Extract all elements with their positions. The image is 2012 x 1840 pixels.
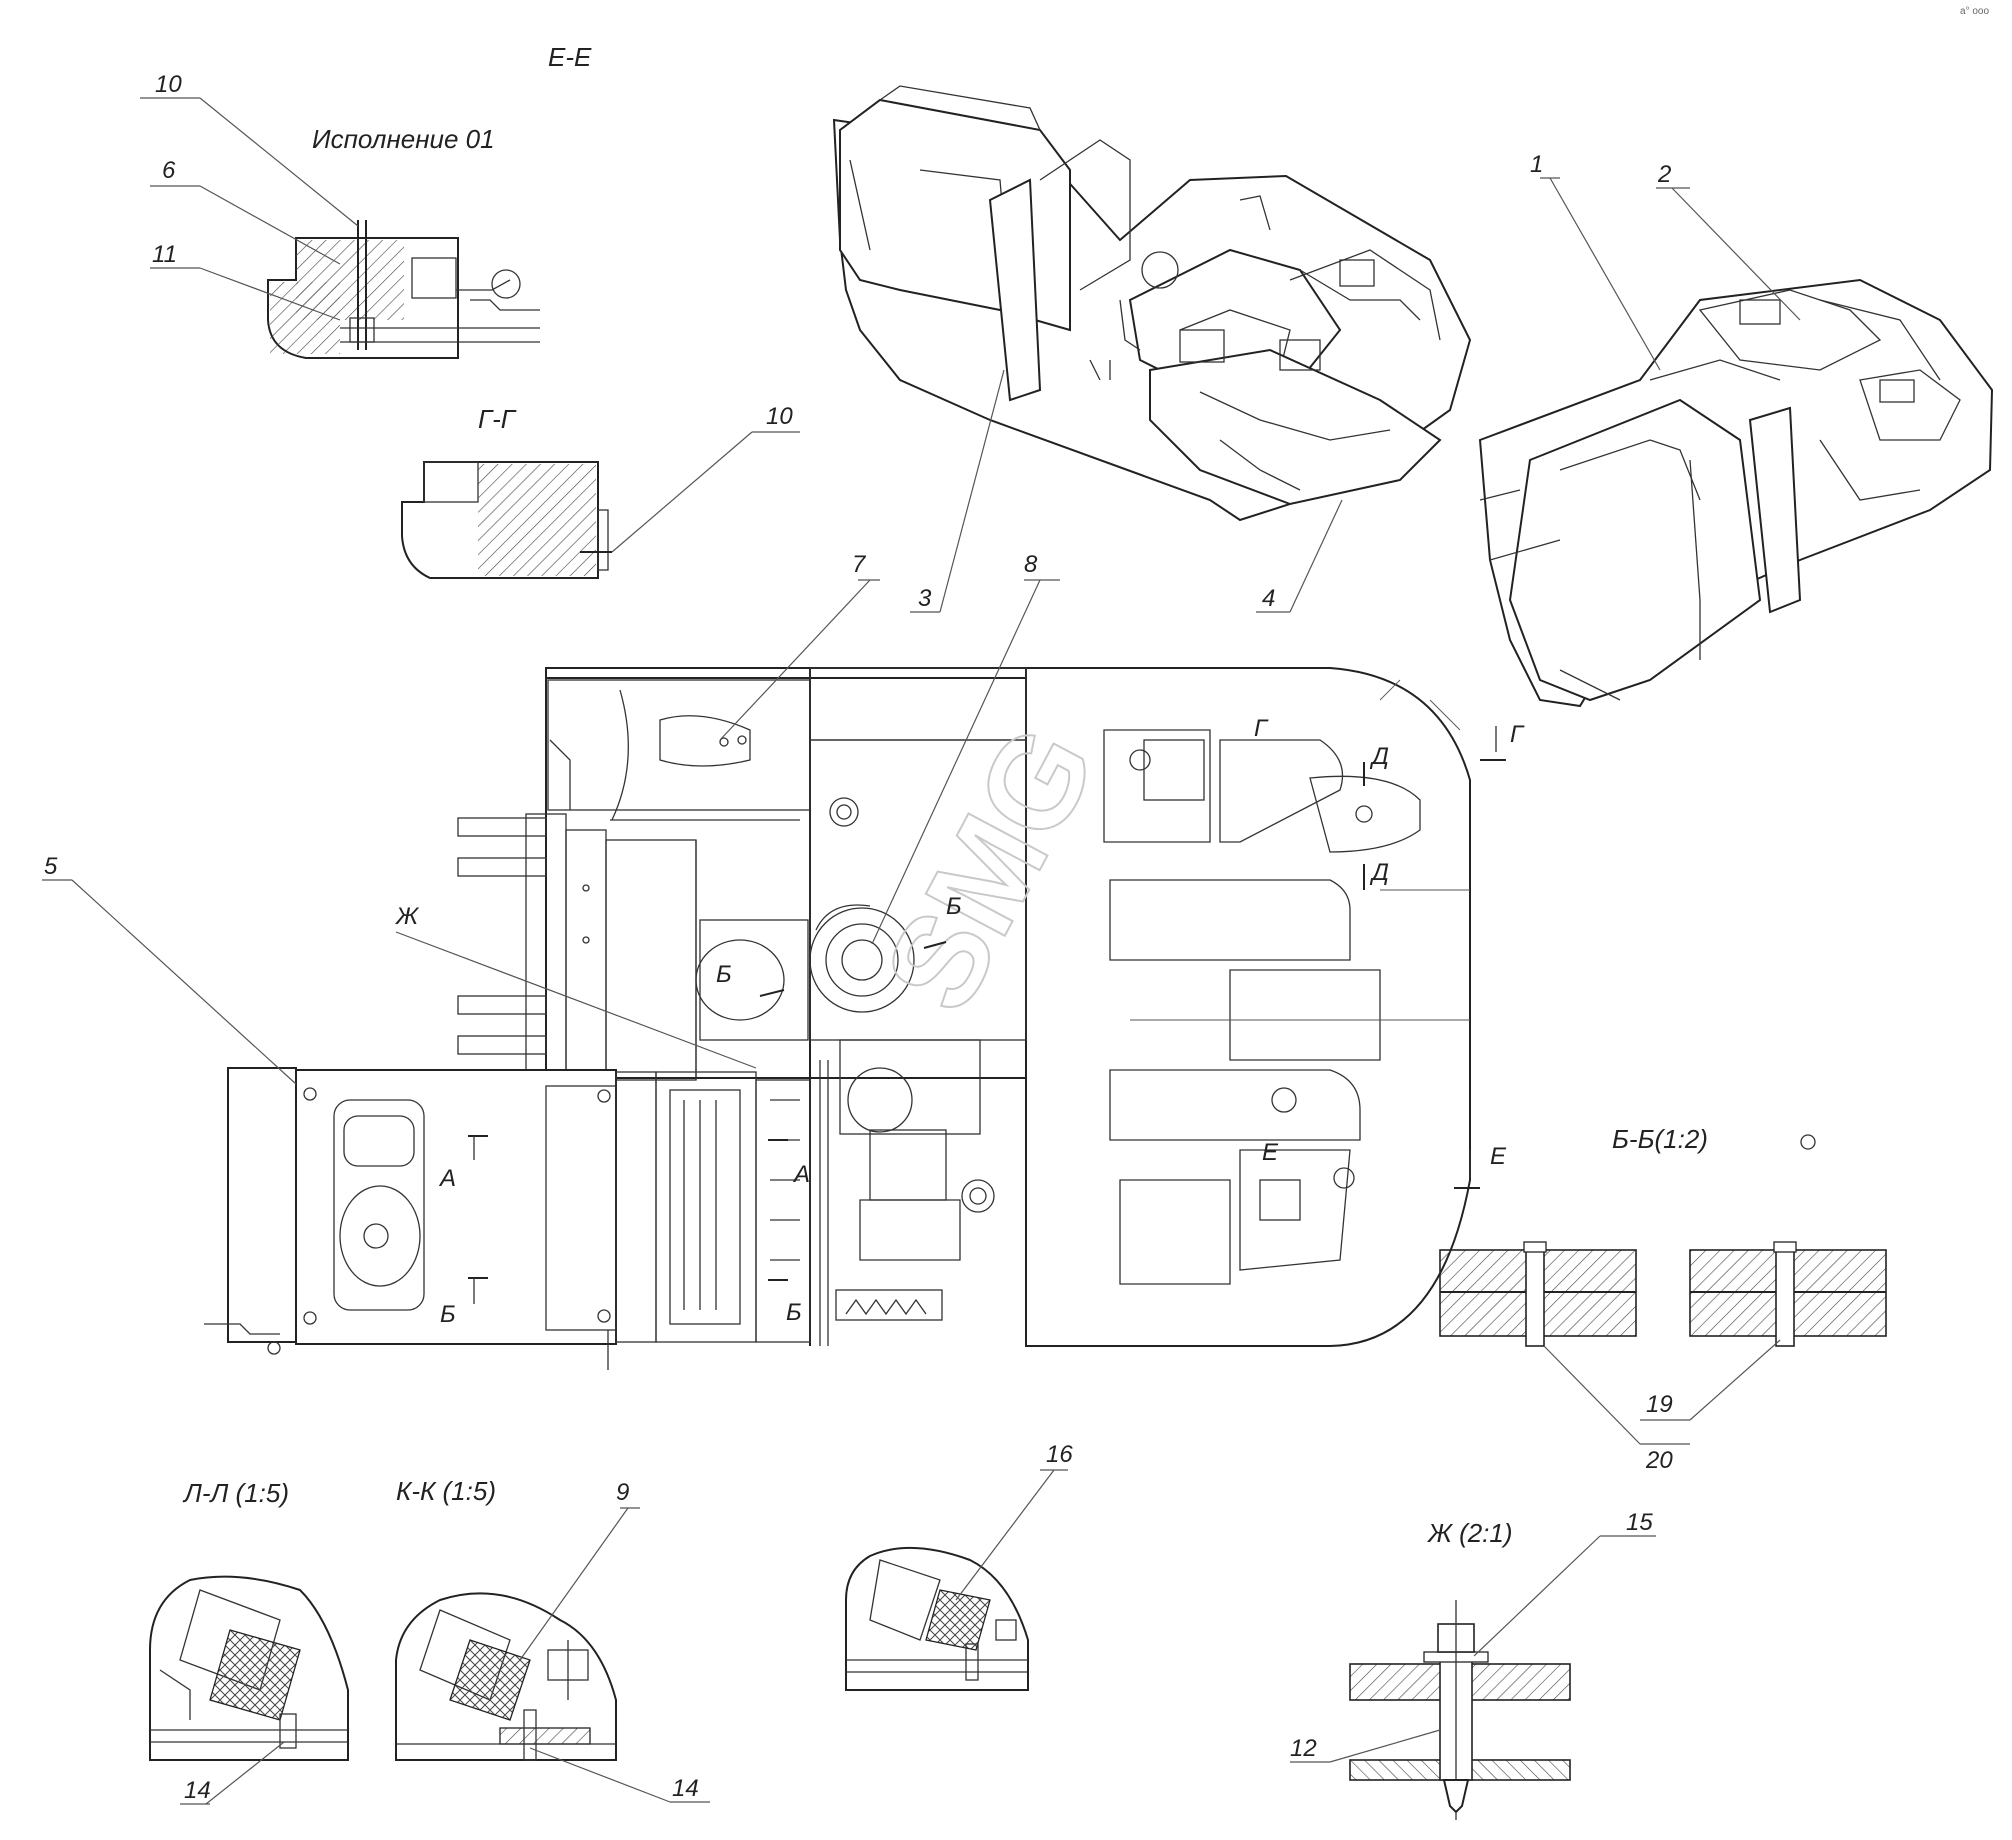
callout-7: 7 bbox=[852, 551, 867, 578]
callout-6: 6 bbox=[162, 157, 176, 184]
callout-10-gg: 10 bbox=[766, 403, 793, 430]
callout-15: 15 bbox=[1626, 1509, 1653, 1536]
callout-12: 12 bbox=[1290, 1735, 1317, 1762]
callout-4: 4 bbox=[1262, 585, 1275, 612]
corner-note: а° ооо bbox=[1960, 6, 1989, 17]
callout-3: 3 bbox=[918, 585, 932, 612]
detail-16-view bbox=[845, 1546, 1029, 1691]
callout-1: 1 bbox=[1530, 151, 1543, 178]
mark-zh: Ж bbox=[395, 903, 420, 930]
section-gg-title: Г-Г bbox=[478, 404, 517, 434]
mark-b-3: Б bbox=[716, 961, 732, 988]
section-bb-title: Б-Б(1:2) bbox=[1612, 1124, 1708, 1154]
callout-20: 20 bbox=[1645, 1447, 1673, 1474]
detail-kk-view: К-К (1:5) bbox=[395, 1476, 617, 1761]
callout-8: 8 bbox=[1024, 551, 1038, 578]
callout-9: 9 bbox=[616, 1479, 629, 1506]
detail-zh-view: Ж (2:1) bbox=[1349, 1518, 1571, 1820]
mark-a-2: А bbox=[792, 1161, 810, 1188]
section-bb-view: Б-Б(1:2) bbox=[1439, 1124, 1887, 1347]
callout-19: 19 bbox=[1646, 1391, 1673, 1418]
callout-11: 11 bbox=[152, 241, 177, 268]
mark-g-1: Г bbox=[1254, 715, 1269, 742]
section-marks: А Б А Б Б Б Г Д Д Е Г Е Ж bbox=[395, 715, 1525, 1328]
callout-2: 2 bbox=[1657, 161, 1671, 188]
variant-title: Исполнение 01 bbox=[312, 124, 495, 154]
main-plan-view bbox=[204, 667, 1471, 1370]
detail-zh-title: Ж (2:1) bbox=[1426, 1518, 1513, 1548]
section-gg-view: Г-Г bbox=[401, 404, 612, 579]
callout-10-top: 10 bbox=[155, 71, 182, 98]
detail-kk-title: К-К (1:5) bbox=[396, 1476, 496, 1506]
callout-14-left: 14 bbox=[184, 1777, 211, 1804]
callout-5: 5 bbox=[44, 853, 58, 880]
section-ee-view: Е-Е Исполнение 01 bbox=[267, 42, 592, 359]
isometric-view-rear bbox=[832, 85, 1472, 522]
detail-ll-title: Л-Л (1:5) bbox=[182, 1478, 289, 1508]
mark-e-2: Е bbox=[1490, 1143, 1507, 1170]
mark-d-2: Д bbox=[1369, 859, 1389, 886]
mark-g-2: Г bbox=[1510, 721, 1525, 748]
mark-a-1: А bbox=[438, 1165, 456, 1192]
mark-e-1: Е bbox=[1262, 1139, 1279, 1166]
isometric-view-front bbox=[1478, 278, 1994, 708]
mark-b-2: Б bbox=[786, 1299, 802, 1326]
section-ee-title: Е-Е bbox=[548, 42, 592, 72]
mark-d-1: Д bbox=[1369, 743, 1389, 770]
callout-16: 16 bbox=[1046, 1441, 1073, 1468]
mark-b-1: Б bbox=[440, 1301, 456, 1328]
detail-ll-view: Л-Л (1:5) bbox=[149, 1478, 349, 1761]
mark-b-4: Б bbox=[946, 893, 962, 920]
callout-14-right: 14 bbox=[672, 1775, 699, 1802]
